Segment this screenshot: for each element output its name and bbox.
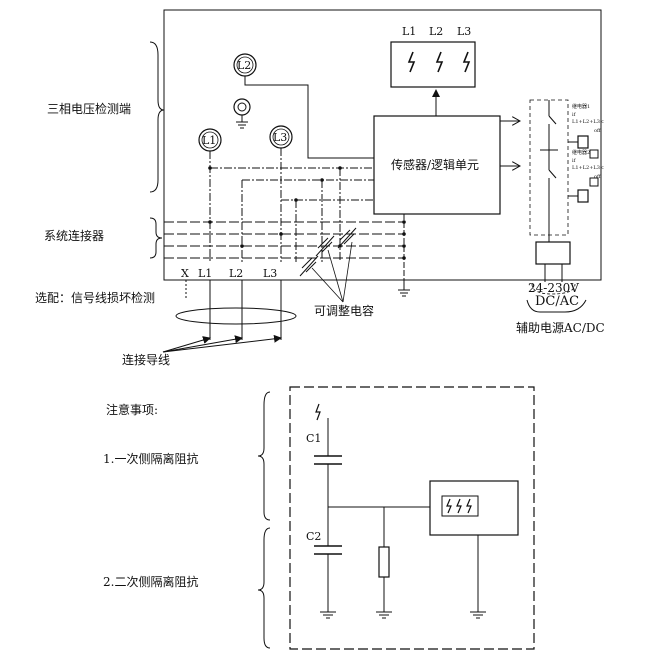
note-item2: 2.二次侧隔离阻抗 (103, 575, 199, 589)
indicator-header-l1: L1 (402, 25, 417, 38)
isolation-frame (289, 386, 535, 650)
optional-label: 选配：信号线损坏检测 (35, 291, 156, 305)
brace-item2 (257, 527, 271, 649)
capacitor-label: 可调整电容 (314, 304, 375, 318)
voltage-terminal-label: 三相电压检测端 (47, 102, 132, 116)
circle-label-l2: L2 (237, 59, 252, 72)
relay2-line2: L1+L2+L3< (572, 165, 605, 171)
monitor-box (429, 480, 519, 536)
terminal-l1: L1 (198, 267, 213, 280)
terminal-l3: L3 (263, 267, 278, 280)
brace-connector (149, 217, 163, 259)
resistor (378, 546, 390, 578)
lightning-icon (435, 51, 444, 73)
relay1-line2: L1+L2+L3< (572, 119, 605, 125)
brace-item1 (257, 391, 271, 521)
logic-unit-label: 传感器/逻辑单元 (391, 158, 480, 172)
indicator-box (390, 41, 476, 88)
lightning-icon (315, 403, 321, 421)
power-voltage: 24-230V (528, 281, 579, 295)
main-frame (163, 9, 602, 281)
indicator-header-l3: L3 (457, 25, 472, 38)
logic-unit-box (373, 115, 501, 215)
indicator-header-l2: L2 (429, 25, 444, 38)
relay1-line1: if (572, 112, 576, 118)
relay2-name: 继电器2 (572, 150, 591, 156)
ground-sensor-circle (233, 98, 251, 116)
c2-label: C2 (306, 530, 322, 543)
lightning-icon (462, 51, 471, 73)
adjustable-capacitors (299, 227, 357, 277)
relay1-name: 继电器1 (572, 104, 591, 110)
relay2-line1: if (572, 158, 576, 164)
power-brace (526, 299, 587, 313)
circle-label-l3: L3 (273, 131, 288, 144)
ground-icons (320, 611, 486, 619)
lightning-icon (407, 51, 416, 73)
note-item1: 1.一次侧隔离阻抗 (103, 452, 199, 466)
notes-title: 注意事项: (106, 403, 159, 417)
relay2-line3: off (594, 174, 601, 180)
brace-voltage (149, 41, 165, 193)
system-connector-label: 系统连接器 (44, 229, 105, 243)
terminal-x: X (181, 267, 189, 280)
relay1-line3: off (594, 128, 601, 134)
power-caption: 辅助电源AC/DC (516, 321, 605, 335)
terminal-l2: L2 (229, 267, 244, 280)
circle-label-l1: L1 (202, 134, 217, 147)
power-block (535, 241, 571, 265)
c1-label: C1 (306, 432, 322, 445)
leads-label: 连接导线 (122, 353, 171, 367)
power-type: DC/AC (535, 294, 580, 309)
